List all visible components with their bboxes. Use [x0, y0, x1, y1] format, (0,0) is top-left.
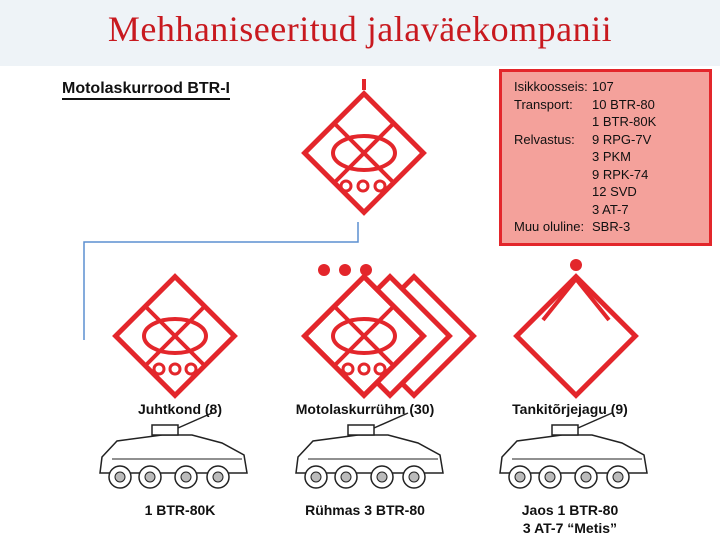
info-row: Isikkoosseis: 107 [514, 78, 709, 96]
info-row: 1 BTR-80K [514, 113, 709, 131]
info-row: Transport: 10 BTR-80 [514, 96, 709, 114]
platoon-label: Motolaskurrühm (30) [295, 401, 435, 417]
hq-symbol [116, 277, 235, 396]
connector-line [83, 222, 359, 340]
company-symbol [305, 79, 424, 212]
info-value: 9 RPK-74 [592, 166, 649, 182]
info-value: 1 BTR-80K [592, 114, 657, 129]
info-value: 107 [592, 79, 614, 94]
title-band [0, 0, 720, 66]
hq-vehicle-label: 1 BTR-80K [144, 502, 216, 518]
info-row: Muu oluline: SBR-3 [514, 218, 709, 236]
antitank-symbol [513, 259, 639, 399]
hq-label: Juhtkond (8) [138, 401, 222, 417]
platoon-vehicle-label: Rühmas 3 BTR-80 [305, 502, 425, 518]
info-row: 3 AT-7 [514, 201, 709, 219]
info-value: SBR-3 [592, 219, 631, 234]
info-value: 10 BTR-80 [592, 96, 655, 112]
diagram-subtitle: Motolaskurrood BTR-I [62, 80, 230, 100]
antitank-weapon-label: 3 AT-7 “Metis” [522, 520, 618, 536]
info-value: 3 PKM [592, 149, 632, 164]
platoon-symbol [301, 264, 477, 399]
info-value: 3 AT-7 [592, 201, 629, 217]
slide-title: Mehhaniseeritud jalaväekompanii [107, 9, 613, 49]
info-key: Muu oluline: [514, 219, 585, 234]
info-row: 3 PKM [514, 148, 709, 166]
vehicle-btr-80-at-icon [499, 412, 648, 489]
info-value: 9 RPG-7V [592, 131, 652, 147]
info-key: Relvastus: [514, 131, 575, 147]
vehicle-btr-80-icon [295, 412, 444, 489]
info-key: Transport: [514, 96, 573, 112]
info-row: 12 SVD [514, 183, 709, 201]
vehicle-btr-80k-icon [99, 412, 248, 489]
info-row: Relvastus: 9 RPG-7V [514, 131, 709, 149]
platoon-echelon-dots [318, 264, 372, 276]
echelon-dots [339, 179, 387, 193]
info-value: 12 SVD [592, 184, 637, 199]
info-row: 9 RPK-74 [514, 166, 709, 184]
antitank-label: Tankitõrjejagu (9) [512, 401, 628, 417]
info-key: Isikkoosseis: [514, 79, 588, 94]
antitank-vehicle-label: Jaos 1 BTR-80 [521, 502, 619, 518]
